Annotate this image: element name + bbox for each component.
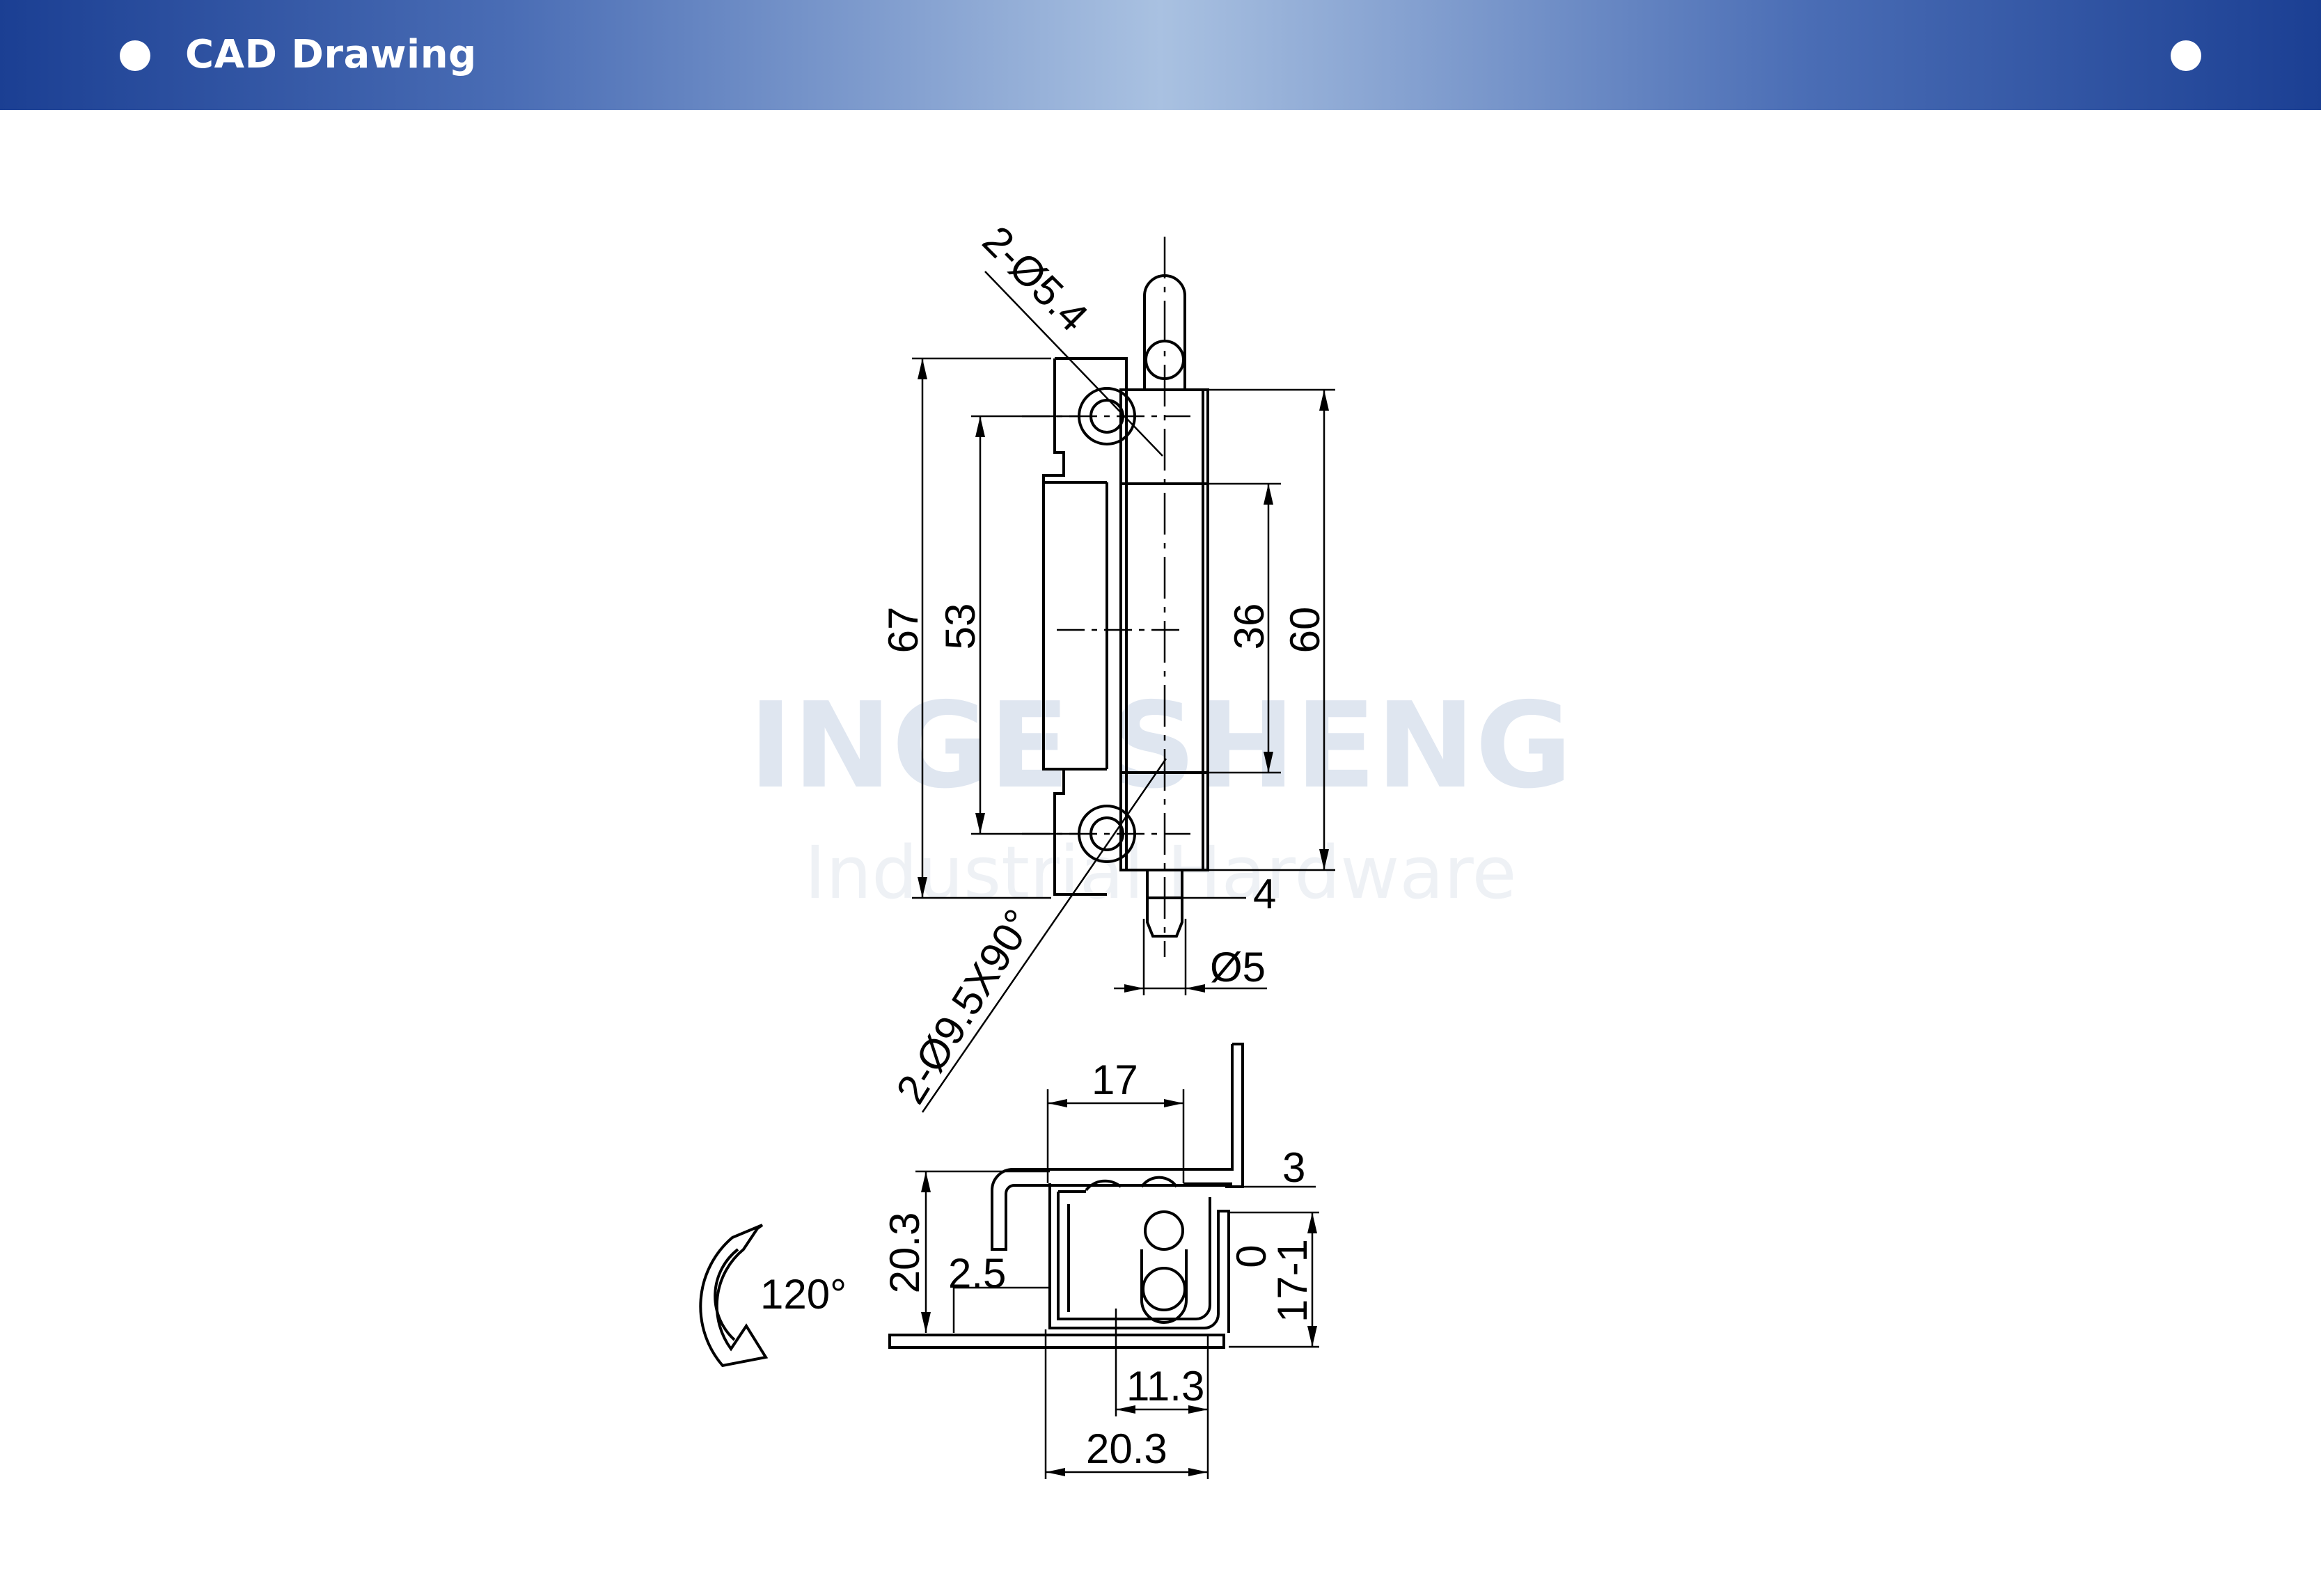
dim-bottom-width: 20.3 [1086, 1425, 1167, 1472]
dim-pin-diameter: Ø5 [1210, 944, 1266, 990]
dim-hole-spacing: 53 [937, 603, 984, 650]
dim-offset: 2.5 [948, 1250, 1006, 1297]
dim-top-width: 17 [1092, 1057, 1138, 1103]
dim-pin-zero: 0 [1228, 1245, 1275, 1267]
dim-countersink: 2-Ø9.5X90° [887, 901, 1042, 1112]
front-view-labels: 2-Ø5.4 67 53 36 60 4 Ø5 2-Ø9.5X90° [880, 217, 1328, 1112]
dim-overall-length: 67 [880, 607, 927, 654]
dim-pin-tip: 4 [1253, 871, 1276, 917]
rotation-angle-label: 120° [760, 1271, 847, 1318]
front-view [912, 237, 1335, 1113]
bullet-dot-icon [120, 40, 150, 71]
dim-range: 17-1 [1269, 1239, 1316, 1322]
watermark-tagline: Industrial Hardware [805, 830, 1517, 915]
side-view-labels: 17 3 20.3 2.5 0 17-1 11.3 20.3 120° [760, 1057, 1316, 1472]
side-view [888, 1043, 1319, 1479]
dim-pin-position: 11.3 [1126, 1363, 1204, 1409]
watermark-brand: INGE SHENG [748, 677, 1572, 815]
page-title: CAD Drawing [185, 32, 477, 77]
bullet-dot-icon [2171, 40, 2201, 71]
dim-thickness: 3 [1282, 1144, 1305, 1191]
rotation-arrow-icon [699, 1224, 769, 1368]
dim-leaf-length: 36 [1226, 603, 1273, 650]
header-banner: CAD Drawing [0, 0, 2321, 110]
dim-pin-length: 60 [1282, 607, 1328, 654]
watermark: INGE SHENG Industrial Hardware [748, 677, 1572, 915]
dim-height: 20.3 [881, 1212, 928, 1294]
